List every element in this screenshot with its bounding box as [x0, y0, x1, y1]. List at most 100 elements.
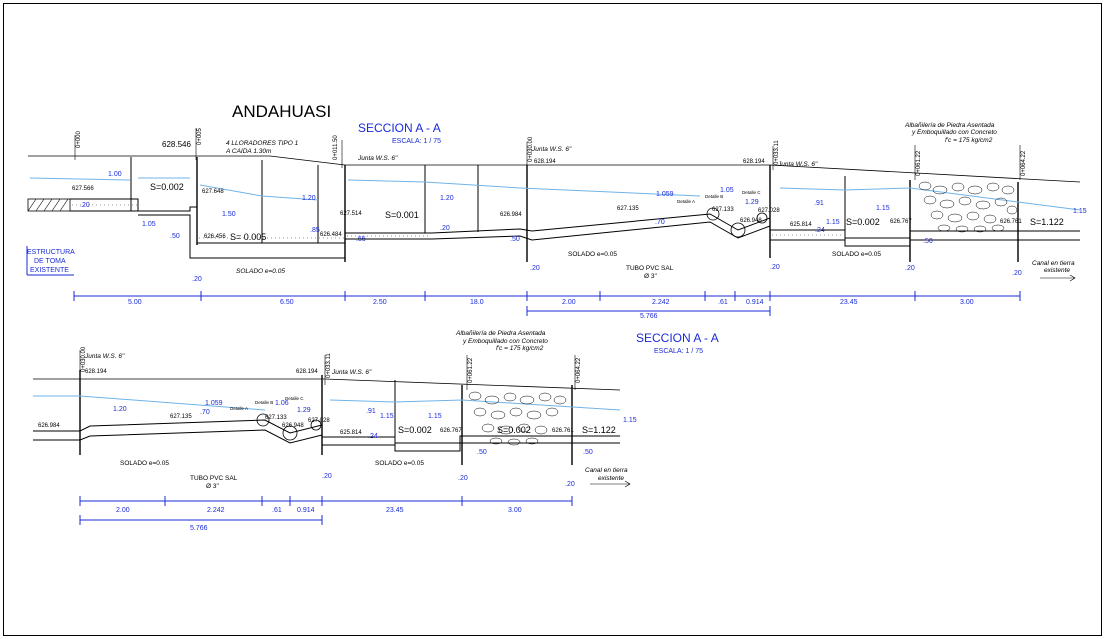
drawing-label: .20: [530, 265, 540, 272]
drawing-label: 2.00: [116, 507, 130, 514]
drawing-label: 627.133: [265, 415, 287, 421]
elev-label: 627.028: [758, 208, 780, 214]
drawing-label: 628.194: [85, 369, 107, 375]
project-title: ANDAHUASI: [232, 102, 331, 121]
section2-slopes: S=0.002 S=0.002 S=1.122: [398, 425, 616, 435]
drawing-label: 5.00: [128, 299, 142, 306]
note-junta: Junta W.S. 6": [531, 146, 572, 153]
drawing-label: 0.914: [746, 299, 764, 306]
drawing-label: 23.45: [840, 299, 858, 306]
elev-label: 626.484: [320, 232, 342, 238]
station-label: 0+005: [197, 127, 203, 145]
elev-label: 626.456: [204, 234, 226, 240]
drawing-label: 5.766: [190, 525, 208, 532]
elev-label: 626.767: [890, 219, 912, 225]
elev-label: 626.948: [740, 218, 762, 224]
note-tubo: TUBO PVC SAL: [626, 265, 674, 272]
elev-label: 627.566: [72, 186, 94, 192]
station-label: 0+030.00: [528, 136, 534, 162]
elev-label: 626.984: [500, 212, 522, 218]
elev-label: 628.194: [534, 159, 556, 165]
elev-label: 627.648: [202, 189, 224, 195]
drawing-label: .70: [655, 219, 665, 226]
note-tubo: Ø 3": [644, 273, 657, 280]
note-albanileria: Albañilería de Piedra Asentada: [904, 122, 995, 129]
drawing-label: f'c = 175 kg/cm2: [496, 345, 544, 352]
drawing-label: Canal en tierra: [585, 467, 628, 474]
note-canal: Canal en tierra: [1032, 260, 1075, 267]
drawing-label: 1.20: [113, 406, 127, 413]
drawing-label: 1.06: [275, 400, 289, 407]
note-estructura: ESTRUCTURA: [27, 249, 75, 256]
section2-heading: SECCION A - A: [636, 331, 719, 345]
drawing-label: 1.15: [380, 413, 394, 420]
section1-notes: 4 LLORADORES TIPO 1 A CAIDA 1.30m Junta …: [26, 122, 1076, 282]
section1-heading: SECCION A - A: [358, 121, 441, 135]
station-label: 0+000: [76, 130, 82, 148]
drawing-label: TUBO PVC SAL: [190, 475, 238, 482]
note-junta: Junta W.S. 6": [357, 155, 398, 162]
drawing-label: S=0.002: [398, 425, 432, 435]
station-label: 0+011.50: [333, 135, 339, 160]
drawing-label: y Emboquillado con Concreto: [462, 338, 548, 345]
note-albanileria: f'c = 175 kg/cm2: [945, 137, 993, 144]
elev-label: 627.133: [712, 207, 734, 213]
drawing-label: Albañilería de Piedra Asentada: [455, 330, 546, 337]
drawing-label: 0+030.00: [81, 346, 87, 372]
drawing-label: Detalle C: [285, 396, 304, 401]
section1-slopes: S=0.002 S= 0.005 S=0.001 S=0.002 S=1.122: [150, 182, 1064, 242]
drawing-label: 1.15: [876, 205, 890, 212]
note-solado: SOLADO e=0.05: [568, 251, 617, 258]
note-solado: SOLADO e=0.05: [832, 251, 881, 258]
drawing-label: 626.984: [38, 423, 60, 429]
drawing-label: 0+033.11: [326, 353, 332, 378]
drawing-label: 1.15: [826, 219, 840, 226]
drawing-label: .61: [272, 507, 282, 514]
drawing-label: 2.242: [207, 507, 225, 514]
drawing-label: .50: [923, 238, 933, 245]
drawing-label: Detalle B: [255, 400, 273, 405]
drawing-label: 1.20: [302, 195, 316, 202]
section1-heights: 1.00 1.05 1.50 .50 .20 .85 .20 1.20 .55 …: [80, 171, 1087, 283]
drawing-label: 2.50: [373, 299, 387, 306]
section2-dimensions: 2.00 2.242 .61 0.914 23.45 3.00 5.766: [79, 496, 573, 532]
drawing-label: .24: [815, 227, 825, 234]
section2-elevations: 628.194 626.984 627.135 627.133 626.948 …: [38, 369, 574, 436]
drawing-label: 5.766: [640, 313, 658, 320]
drawing-label: 1.059: [656, 191, 674, 198]
drawing-label: 3.00: [960, 299, 974, 306]
slope-label: S=0.001: [385, 210, 419, 220]
elev-label: 627.514: [340, 211, 362, 217]
elev-label: 626.761: [1000, 219, 1022, 225]
drawing-label: Ø 3": [206, 483, 219, 490]
section2-profile: [33, 350, 621, 465]
section1-dimensions: 5.00 6.50 2.50 18.0 2.00 2.242 .61 0.914…: [73, 291, 1021, 320]
drawing-label: 0.914: [297, 507, 315, 514]
drawing-label: .55: [356, 236, 366, 243]
drawing-label: 626.948: [282, 423, 304, 429]
drawing-label: .50: [477, 449, 487, 456]
note-junta: Junta W.S. 6": [777, 161, 818, 168]
section2-scale: ESCALA: 1 / 75: [654, 348, 703, 355]
elev-label: 628.546: [162, 140, 191, 149]
drawing-label: .91: [814, 200, 824, 207]
drawing-label: 1.05: [720, 187, 734, 194]
drawing-label: 1.05: [142, 221, 156, 228]
note-lloradores: 4 LLORADORES TIPO 1: [226, 140, 299, 147]
drawing-label: .61: [718, 299, 728, 306]
drawing-label: .24: [368, 433, 378, 440]
section1-profile: [27, 128, 1081, 262]
drawing-label: .50: [510, 236, 520, 243]
drawing-label: .20: [80, 202, 90, 209]
drawing-label: SOLADO e=0.05: [375, 460, 424, 467]
drawing-label: 625.814: [340, 430, 362, 436]
drawing-label: 3.00: [508, 507, 522, 514]
drawing-label: 23.45: [386, 507, 404, 514]
station-label: 0+033.11: [774, 140, 780, 165]
drawing-border: [3, 3, 1102, 636]
drawing-label: 1.20: [440, 195, 454, 202]
drawing-label: 6.50: [280, 299, 294, 306]
drawing-label: 2.242: [652, 299, 670, 306]
note-albanileria: y Emboquillado con Concreto: [911, 129, 997, 136]
